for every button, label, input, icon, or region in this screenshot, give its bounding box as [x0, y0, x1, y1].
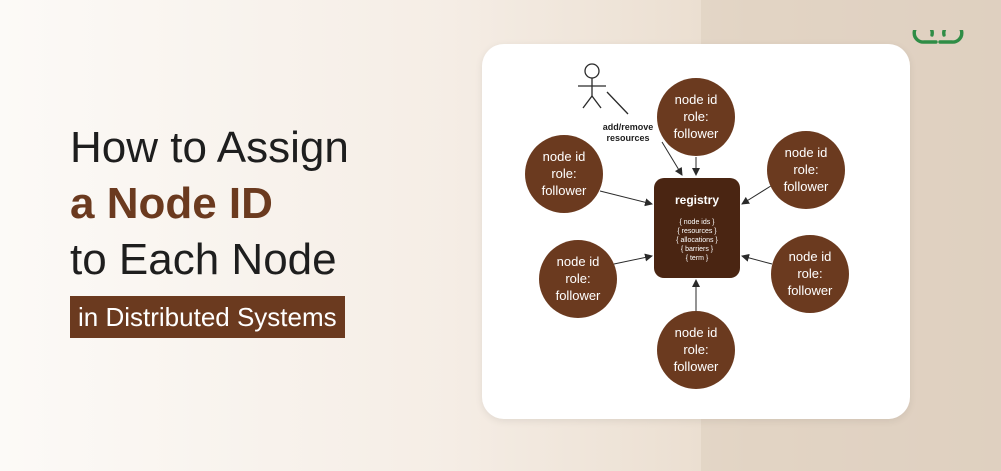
node-lower-right: node id role: follower: [771, 235, 849, 313]
node-lower-right-line-1: node id: [789, 249, 832, 264]
node-bottom-line-3: follower: [674, 359, 719, 374]
node-upper-right-line-3: follower: [784, 179, 829, 194]
node-lower-left: node id role: follower: [539, 240, 617, 318]
title-line-2: a Node ID: [70, 179, 273, 228]
node-bottom-line-2: role:: [683, 342, 708, 357]
diagram-card: add/remove resources registry { node ids…: [482, 44, 910, 419]
node-upper-right-line-2: role:: [793, 162, 818, 177]
node-top-line-2: role:: [683, 109, 708, 124]
registry-title: registry: [675, 193, 719, 207]
node-upper-right-line-1: node id: [785, 145, 828, 160]
title-line-1: How to Assign: [70, 123, 349, 172]
registry-field-resources: { resources }: [677, 228, 717, 235]
registry-field-barriers: { barriers }: [681, 246, 714, 253]
node-lower-right-line-3: follower: [788, 283, 833, 298]
registry-diagram: add/remove resources registry { node ids…: [525, 63, 849, 389]
title-block: How to Assign a Node ID to Each Node in …: [70, 120, 349, 338]
geeksforgeeks-logo-icon: [912, 30, 964, 44]
edge-upper-right: [741, 183, 775, 205]
edge-lower-right: [741, 253, 773, 265]
edge-label-line-1: add/remove: [603, 122, 654, 132]
node-top-line-3: follower: [674, 126, 719, 141]
edge-actor: [661, 141, 683, 176]
edge-lower-left: [613, 253, 653, 265]
node-lower-left-line-2: role:: [565, 271, 590, 286]
edge-label-line-2: resources: [606, 133, 649, 143]
node-upper-left-line-1: node id: [543, 149, 586, 164]
node-lower-left-line-1: node id: [557, 254, 600, 269]
node-bottom: node id role: follower: [657, 311, 735, 389]
registry-box: registry { node ids } { resources } { al…: [654, 178, 740, 278]
node-upper-left-line-2: role:: [551, 166, 576, 181]
node-upper-right: node id role: follower: [767, 131, 845, 209]
registry-field-node-ids: { node ids }: [679, 219, 715, 226]
node-upper-left: node id role: follower: [525, 135, 603, 213]
title-line-3: to Each Node: [70, 235, 337, 284]
node-top: node id role: follower: [657, 78, 735, 156]
node-lower-right-line-2: role:: [797, 266, 822, 281]
node-lower-left-line-3: follower: [556, 288, 601, 303]
node-top-line-1: node id: [675, 92, 718, 107]
registry-field-term: { term }: [686, 255, 709, 262]
node-bottom-line-1: node id: [675, 325, 718, 340]
node-upper-left-line-3: follower: [542, 183, 587, 198]
edge-upper-left: [599, 190, 653, 207]
stick-figure-user-icon: [578, 63, 629, 115]
title-band: in Distributed Systems: [70, 296, 345, 338]
registry-field-allocations: { allocations }: [676, 237, 718, 244]
